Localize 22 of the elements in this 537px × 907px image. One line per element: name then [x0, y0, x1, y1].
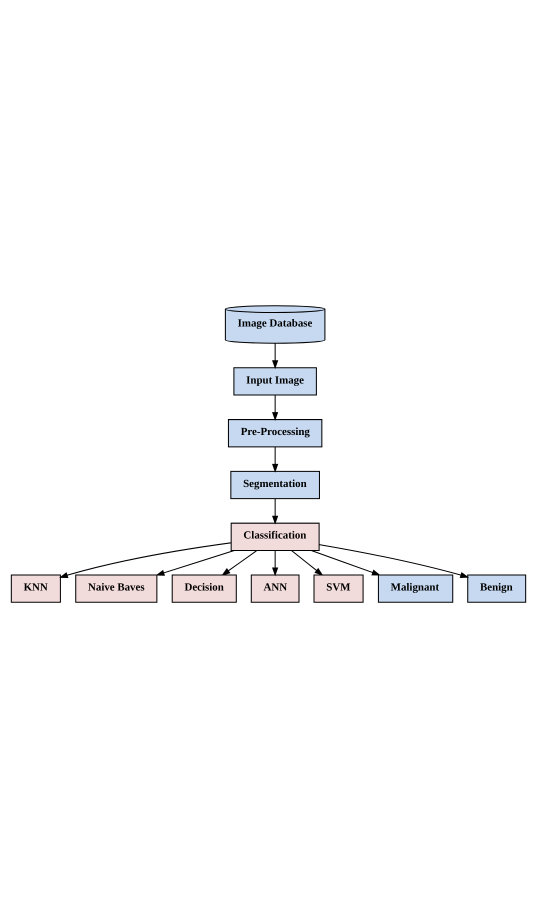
arrow: [272, 498, 278, 524]
node-box: Classification: [230, 522, 320, 550]
arrow: [221, 550, 258, 576]
node-box: Naive Baves: [75, 574, 158, 602]
arrow: [59, 542, 232, 578]
arrow: [311, 550, 381, 575]
arrow: [272, 446, 278, 472]
arrow: [272, 550, 278, 576]
node-box: Malignant: [378, 574, 454, 602]
arrow: [319, 544, 470, 578]
node-box: Pre-Processing: [228, 418, 322, 447]
arrow: [272, 342, 278, 369]
node-box: KNN: [10, 574, 61, 602]
arrow: [156, 550, 234, 576]
node-box: Input Image: [233, 366, 317, 396]
arrow: [291, 550, 324, 576]
arrow: [272, 394, 278, 420]
node-box: Decision: [172, 574, 237, 602]
node-box: Benign: [467, 574, 526, 602]
node-box: ANN: [250, 574, 300, 602]
node-box: Segmentation: [230, 470, 320, 499]
node-box: SVM: [314, 574, 364, 602]
